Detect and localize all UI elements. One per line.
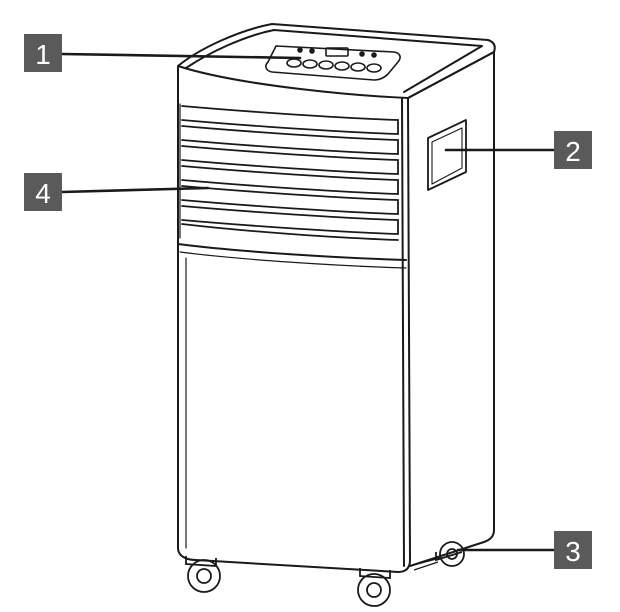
side-panel	[407, 51, 495, 567]
wheel-front-right	[357, 568, 391, 607]
leader-line-1	[60, 52, 302, 60]
panel-divider	[177, 243, 407, 261]
louvre	[181, 145, 399, 175]
leader-lines	[60, 52, 556, 552]
carry-handle	[427, 119, 467, 191]
top-surface	[177, 23, 496, 99]
control-panel-outline	[265, 45, 401, 81]
wheel-front-left	[185, 556, 221, 593]
callout-label: 1	[35, 39, 51, 70]
louvre	[181, 165, 399, 195]
callout-box	[554, 131, 592, 169]
control-button	[286, 58, 302, 68]
callout-box	[554, 531, 592, 569]
callout-box	[24, 34, 62, 72]
louvre	[181, 205, 399, 235]
callout-4: 4	[24, 173, 62, 211]
callout-2: 2	[554, 131, 592, 169]
indicator-dot	[371, 52, 377, 58]
control-button	[366, 63, 382, 73]
indicator-dot	[297, 47, 303, 53]
control-button	[302, 59, 318, 69]
wheel-rear-right	[435, 541, 465, 567]
handle-recess	[427, 119, 467, 191]
handle-recess-inner	[431, 127, 463, 185]
callout-box	[24, 173, 62, 211]
callout-label: 4	[35, 178, 51, 209]
callout-3: 3	[554, 531, 592, 569]
louvre-bottom	[181, 223, 399, 241]
air-outlet-louvres	[179, 103, 399, 241]
callout-1: 1	[24, 34, 62, 72]
louvre	[181, 105, 399, 135]
display-screen	[325, 47, 349, 57]
panel-divider-inner	[179, 251, 407, 269]
control-button	[334, 61, 350, 71]
front-panel	[177, 65, 411, 573]
castor-wheels	[185, 541, 465, 607]
louvre	[181, 125, 399, 155]
leader-line-4	[60, 186, 210, 194]
front-edge	[401, 97, 405, 567]
top-rim	[185, 29, 483, 93]
control-button	[318, 60, 334, 70]
callout-label: 2	[565, 136, 581, 167]
callout-label: 3	[565, 536, 581, 567]
air-conditioner-unit	[177, 23, 496, 573]
indicator-dot	[309, 48, 315, 54]
control-button	[350, 62, 366, 72]
louvre	[181, 185, 399, 215]
indicator-dot	[359, 51, 365, 57]
base-detail	[409, 557, 441, 571]
control-panel	[265, 45, 401, 81]
